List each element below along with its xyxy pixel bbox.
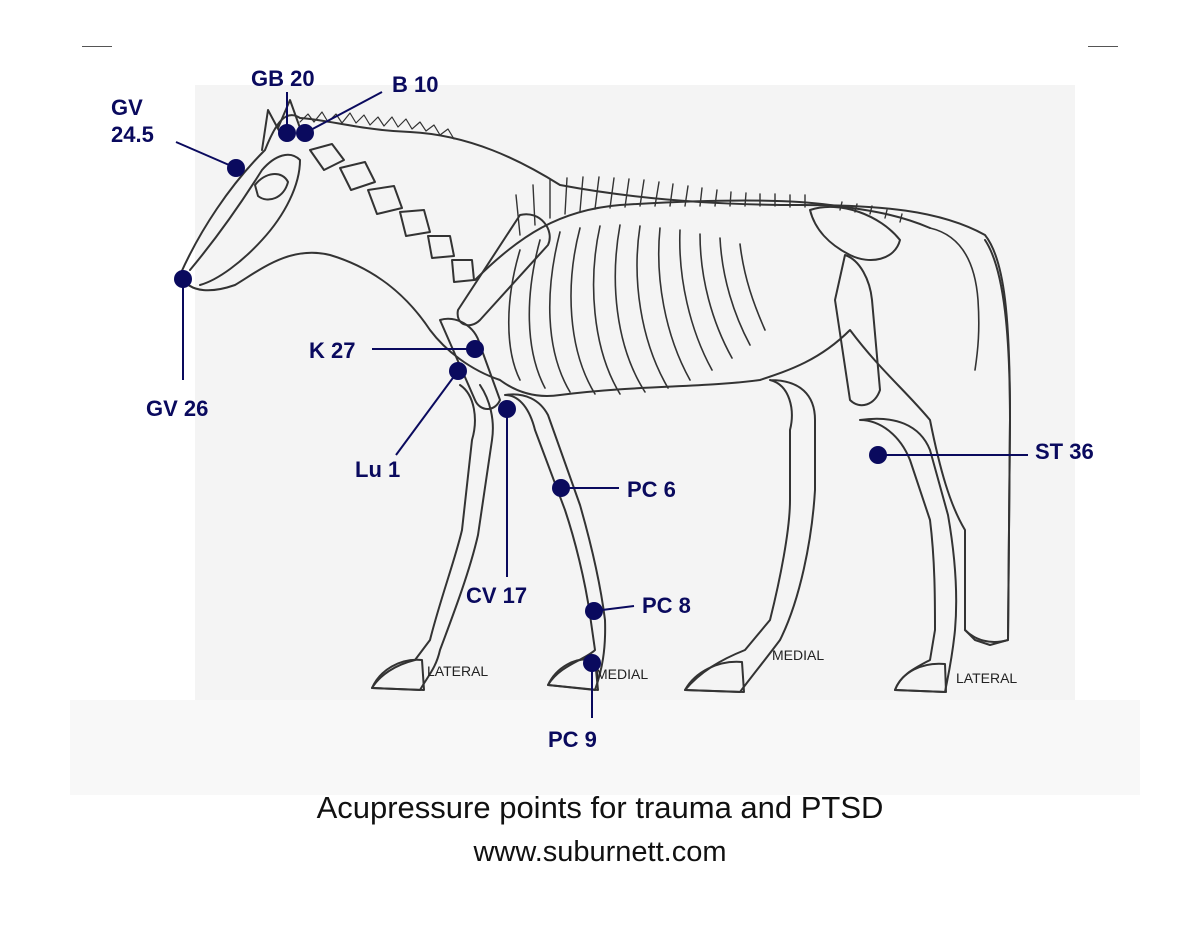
acupoint-dot	[227, 159, 245, 177]
horse-head-skull	[189, 153, 301, 286]
acupoint-dot	[174, 270, 192, 288]
horse-hind-lateral-hoof	[894, 662, 947, 693]
acupoint-dot	[498, 400, 516, 418]
acupoint-pc-9: PC 9	[548, 654, 601, 752]
caption-title: Acupressure points for trauma and PTSD	[316, 790, 884, 825]
acupoint-leader-line	[175, 141, 237, 169]
horse-pelvis	[809, 205, 901, 261]
right-corner-rule	[1088, 46, 1118, 47]
hind-medial-label: MEDIAL	[772, 647, 824, 663]
acupoint-pc-8: PC 8	[585, 593, 691, 620]
horse-humerus	[439, 317, 501, 410]
acupoint-dot	[585, 602, 603, 620]
horse-tail-vertebrae	[929, 227, 980, 371]
acupoint-dot	[296, 124, 314, 142]
horse-body-outline	[179, 114, 1011, 643]
horse-hind-medial-hoof	[684, 660, 745, 693]
acupoint-label: ST 36	[1035, 439, 1094, 464]
acupoint-gb-20: GB 20	[251, 66, 315, 142]
acupoint-st-36: ST 36	[869, 439, 1094, 464]
acupoint-dot	[278, 124, 296, 142]
acupoint-label: K 27	[309, 338, 355, 363]
horse-front-lateral-hoof	[371, 658, 425, 691]
acupoint-label: GB 20	[251, 66, 315, 91]
horse-tail-hair	[964, 239, 1011, 646]
acupoint-b-10: B 10	[296, 72, 438, 142]
acupoint-leader-line	[304, 91, 383, 134]
acupoint-dot	[869, 446, 887, 464]
acupoint-leader-line	[395, 370, 459, 456]
horse-dorsal-processes	[515, 176, 903, 236]
acupoint-label: PC 6	[627, 477, 676, 502]
acupoint-dot	[466, 340, 484, 358]
scan-background	[195, 85, 1075, 700]
acupoint-dot	[552, 479, 570, 497]
caption-website: www.suburnett.com	[473, 836, 727, 868]
acupoint-label: PC 9	[548, 727, 597, 752]
acupoint-cv-17: CV 17	[466, 400, 527, 608]
horse-ribcage	[507, 224, 766, 395]
horse-mane	[299, 111, 455, 140]
acupoint-gv-26: GV 26	[146, 270, 208, 421]
hind-lateral-label: LATERAL	[956, 670, 1017, 686]
front-medial-label: MEDIAL	[596, 666, 648, 682]
acupoint-dot	[449, 362, 467, 380]
acupoint-label: PC 8	[642, 593, 691, 618]
acupoint-pc-6: PC 6	[552, 477, 676, 502]
scan-background-lower	[70, 700, 1140, 795]
horse-spine	[474, 199, 931, 281]
front-lateral-label: LATERAL	[427, 663, 488, 679]
acupoint-dot	[583, 654, 601, 672]
left-corner-rule	[82, 46, 112, 47]
acupoint-label: GV 26	[146, 396, 208, 421]
acupoint-lu-1: Lu 1	[355, 362, 467, 482]
horse-femur	[834, 254, 881, 407]
horse-scapula	[456, 213, 551, 327]
acupoint-label: CV 17	[466, 583, 527, 608]
acupoint-label: Lu 1	[355, 457, 400, 482]
acupoint-label: B 10	[392, 72, 438, 97]
horse-eye-socket	[254, 173, 289, 201]
acupoint-k-27: K 27	[309, 338, 484, 363]
